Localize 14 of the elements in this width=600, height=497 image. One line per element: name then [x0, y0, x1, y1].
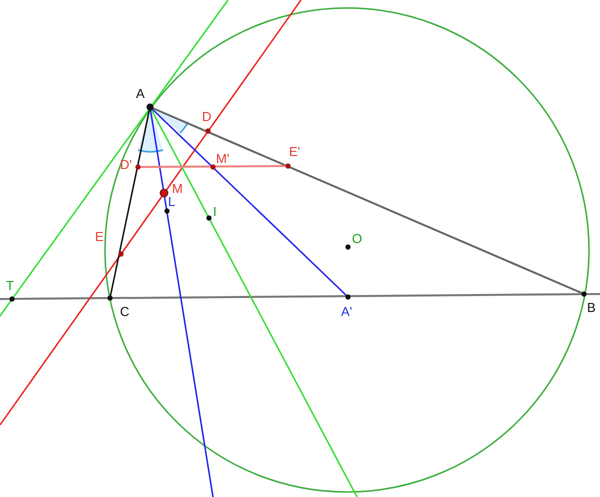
point-label: E: [95, 230, 104, 243]
point-label: D': [120, 158, 132, 171]
point-label: E': [289, 145, 300, 158]
point-label: M: [172, 182, 183, 195]
point-label: T: [6, 279, 14, 292]
point-label: L: [168, 195, 176, 208]
point-label: B: [587, 301, 596, 314]
point-label: M': [216, 152, 230, 165]
point-label: C: [120, 305, 130, 318]
point-label: A': [341, 305, 352, 318]
point-label: O: [352, 232, 362, 245]
point-label: D: [202, 110, 212, 123]
point-label: I: [213, 205, 217, 218]
point-label: A: [136, 87, 145, 100]
